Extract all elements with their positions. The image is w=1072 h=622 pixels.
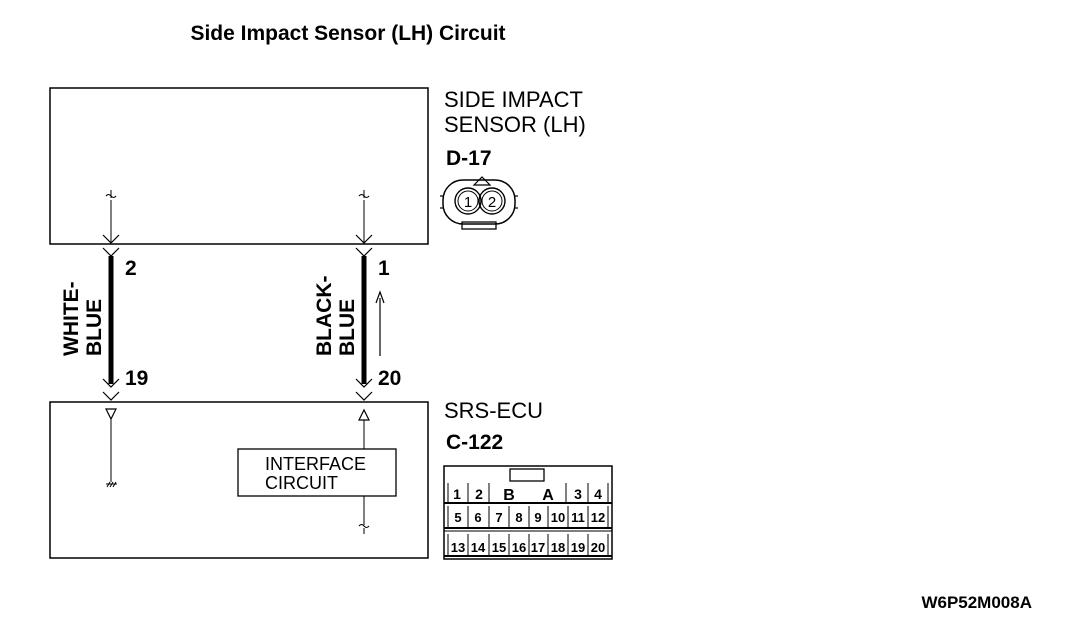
sensor-pin-2-terminal: 2: [125, 257, 137, 280]
current-flow-arrow-icon: [375, 290, 385, 356]
ecu-conn-label: 11: [571, 510, 585, 525]
ecu-conn-label: 10: [551, 510, 565, 525]
ecu-conn-label: 17: [531, 540, 545, 555]
ecu-conn-label: 15: [492, 540, 506, 555]
interface-circuit-label-line1: INTERFACE: [265, 454, 366, 474]
ecu-conn-label: 5: [454, 510, 461, 525]
ecu-connector-id: C-122: [446, 431, 503, 454]
wire-white-blue: [102, 190, 120, 401]
sensor-name-line1: SIDE IMPACT: [444, 87, 583, 112]
wire-color-white-blue-line2: BLUE: [83, 299, 106, 356]
ecu-conn-label: 4: [594, 486, 602, 502]
ecu-name: SRS-ECU: [444, 398, 543, 423]
sensor-pin-1-label: 1: [464, 194, 472, 211]
sensor-box: [49, 87, 429, 245]
ecu-conn-label: A: [542, 487, 554, 504]
ecu-conn-label: 3: [574, 486, 582, 502]
ecu-conn-label: B: [503, 487, 515, 504]
ecu-box: [49, 401, 429, 559]
ecu-connector-icon: 1 2 B A 3 4 5 6 7 8 9 10 11 12 13 14 15 …: [443, 465, 613, 560]
ecu-conn-label: 2: [475, 486, 483, 502]
ecu-conn-label: 1: [453, 486, 461, 502]
sensor-connector-id: D-17: [446, 147, 492, 170]
sensor-name-line2: SENSOR (LH): [444, 112, 586, 137]
interface-circuit-box: [237, 448, 397, 497]
ecu-conn-label: 14: [471, 540, 486, 555]
wire-color-black-blue-line2: BLUE: [336, 299, 359, 356]
ground-icon: [105, 408, 117, 488]
interface-signal-path: [358, 408, 370, 534]
ecu-conn-label: 12: [591, 510, 605, 525]
ecu-conn-label: 8: [515, 510, 522, 525]
sensor-connector-icon: 1 2: [440, 176, 518, 230]
ecu-conn-label: 7: [495, 510, 502, 525]
ecu-conn-label: 6: [474, 510, 481, 525]
sensor-pin-2-label: 2: [488, 194, 496, 211]
sensor-pin-1-terminal: 1: [378, 257, 390, 280]
ecu-conn-label: 16: [512, 540, 526, 555]
ecu-conn-label: 9: [534, 510, 541, 525]
ecu-conn-label: 18: [551, 540, 565, 555]
wire-black-blue: [355, 190, 373, 401]
ecu-conn-label: 13: [451, 540, 465, 555]
ecu-conn-label: 19: [571, 540, 585, 555]
ecu-pin-20-terminal: 20: [378, 367, 401, 390]
figure-code: W6P52M008A: [921, 593, 1032, 612]
interface-circuit-label-line2: CIRCUIT: [265, 473, 338, 493]
ecu-pin-19-terminal: 19: [125, 367, 148, 390]
ecu-conn-label: 20: [591, 540, 605, 555]
wire-color-black-blue-line1: BLACK-: [313, 276, 336, 356]
wire-color-white-blue-line1: WHITE-: [60, 281, 83, 356]
diagram-title: Side Impact Sensor (LH) Circuit: [190, 22, 505, 45]
